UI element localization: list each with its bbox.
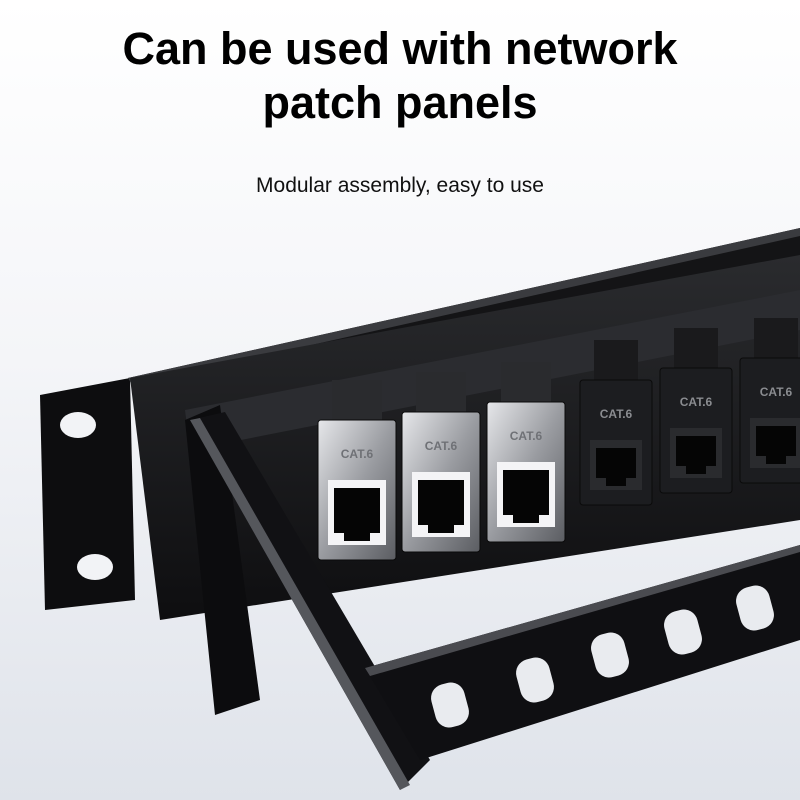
headline-line-1: Can be used with network [122,23,678,74]
keystone-label: CAT.6 [760,385,793,399]
keystone-jack: CAT.6 [739,318,800,484]
rj45-port [503,470,549,523]
keystone-label: CAT.6 [510,429,543,443]
rj45-port [756,426,796,464]
rail-slot [664,609,702,655]
keystone-label: CAT.6 [680,395,713,409]
keystone-label: CAT.6 [341,447,374,461]
rj45-port [418,480,464,533]
keystone-jack: CAT.6 [401,372,481,553]
rail-slot [591,632,629,678]
mount-hole [60,412,96,438]
rail-slot [736,585,774,631]
rack-ear [40,378,135,610]
rj45-port [676,436,716,474]
cable-management-rail [365,545,800,760]
rail-slot [431,682,469,728]
keystone-label: CAT.6 [425,439,458,453]
keystone-jack: CAT.6 [486,362,566,543]
keystone-jack: CAT.6 [659,328,733,494]
rj45-port [334,488,380,541]
keystone-jack: CAT.6 [579,340,653,506]
keystone-label: CAT.6 [600,407,633,421]
mount-hole [77,554,113,580]
panel-side-frame [185,405,260,715]
headline: Can be used with network patch panels [0,22,800,130]
keystone-jack: CAT.6 [317,380,397,561]
headline-line-2: patch panels [262,77,538,128]
subtitle: Modular assembly, easy to use [256,174,544,197]
rail-slot [516,657,554,703]
rj45-port [596,448,636,486]
